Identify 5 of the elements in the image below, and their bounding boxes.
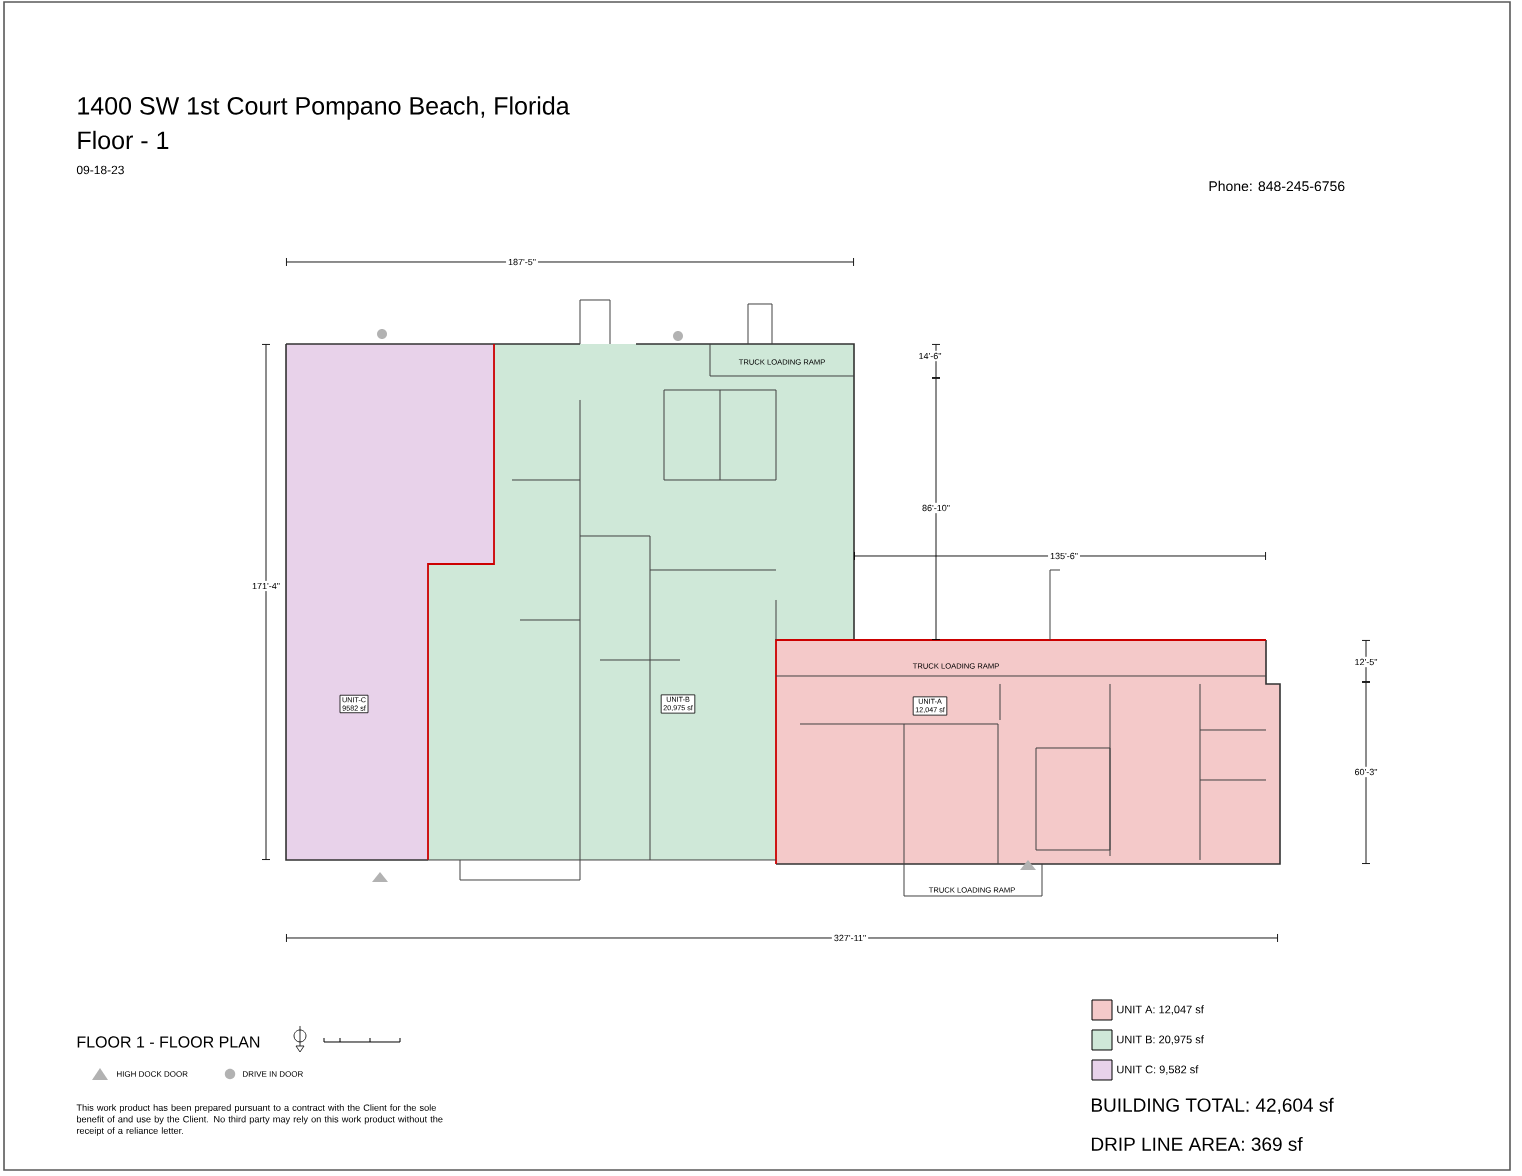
floor-label: Floor - 1 — [78, 130, 169, 150]
total-label: DRIP LINE AREA: 369 sf — [1091, 1137, 1303, 1151]
total-label: BUILDING TOTAL: 42,604 sf — [1091, 1097, 1334, 1115]
plan-title: FLOOR 1 - FLOOR PLAN — [77, 1036, 260, 1048]
title: 1400 SW 1st Court Pompano Beach, Florida — [78, 96, 570, 120]
